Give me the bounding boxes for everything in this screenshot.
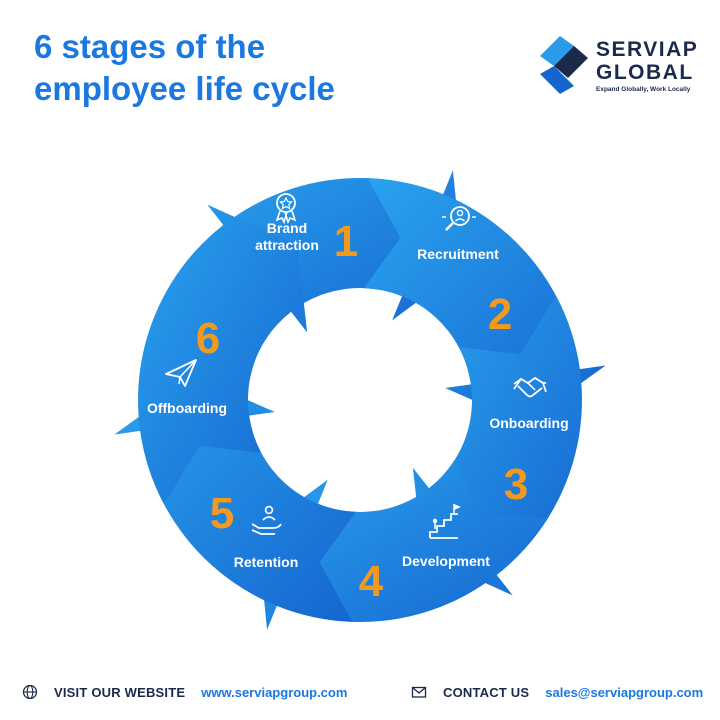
page-title: 6 stages of the employee life cycle — [34, 26, 335, 110]
stage-2-label: Recruitment — [417, 246, 499, 262]
stage-icons — [165, 193, 547, 539]
stage-2-number: 2 — [488, 290, 512, 339]
website-label: VISIT OUR WEBSITE — [54, 684, 186, 700]
stage-3-label: Onboarding — [489, 415, 568, 431]
stage-arrows — [114, 170, 606, 630]
stage-6-label: Offboarding — [147, 400, 227, 416]
stairs-flag-icon — [429, 504, 461, 539]
logo-line-2: GLOBAL — [596, 61, 694, 84]
handshake-icon — [513, 376, 547, 398]
logo-line-1: SERVIAP — [596, 38, 699, 61]
website-link[interactable]: www.serviapgroup.com — [201, 684, 348, 700]
footer: VISIT OUR WEBSITE www.serviapgroup.com C… — [0, 680, 720, 708]
stage-3-number: 3 — [504, 460, 528, 509]
title-line-1: 6 stages of the — [34, 28, 266, 65]
globe-icon — [22, 684, 38, 700]
stage-5-label: Retention — [234, 554, 299, 570]
magnifier-person-icon — [442, 206, 476, 231]
logo-mark-icon — [540, 36, 588, 94]
title-line-2: employee life cycle — [34, 70, 335, 107]
footer-contact: CONTACT US sales@serviapgroup.com — [411, 684, 703, 700]
stage-4-number: 4 — [359, 557, 384, 606]
award-badge-icon — [275, 193, 297, 225]
stage-4-label: Development — [402, 553, 490, 569]
stage-numbers: 1 2 3 4 5 6 — [196, 217, 528, 606]
logo-tagline: Expand Globally, Work Locally — [596, 86, 691, 93]
serviap-logo: SERVIAP GLOBAL Expand Globally, Work Loc… — [540, 34, 700, 100]
paper-plane-icon — [165, 359, 197, 387]
stage-5-number: 5 — [210, 489, 234, 538]
contact-label: CONTACT US — [443, 684, 530, 700]
stage-1-number: 1 — [334, 217, 358, 266]
hand-person-icon — [251, 505, 282, 535]
contact-email-link[interactable]: sales@serviapgroup.com — [545, 684, 704, 700]
mail-icon — [411, 686, 427, 698]
stage-6-number: 6 — [196, 314, 220, 363]
stage-6-arrow — [138, 204, 308, 505]
footer-website: VISIT OUR WEBSITE www.serviapgroup.com — [22, 684, 347, 700]
